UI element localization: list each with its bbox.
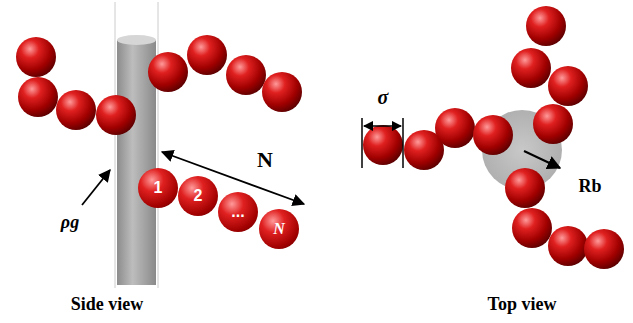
monomer-bead (262, 72, 302, 112)
bead-number: N (273, 220, 285, 238)
leader-arrow (82, 170, 110, 205)
side-view (16, 2, 304, 288)
top-view (362, 6, 624, 269)
monomer-bead (473, 115, 513, 155)
monomer-bead (533, 104, 573, 144)
numbered-bead: N (259, 209, 299, 249)
monomer-bead (56, 90, 96, 130)
radius-arrow (524, 151, 560, 168)
radius-label: Rb (578, 177, 601, 195)
cylinder-top (117, 35, 156, 45)
bead-number: 2 (194, 187, 203, 205)
monomer-bead (226, 55, 266, 95)
length-label: N (257, 149, 273, 171)
monomer-bead (548, 226, 588, 266)
bead-number: ... (231, 203, 244, 221)
monomer-bead (16, 37, 56, 77)
monomer-bead (148, 52, 188, 92)
view-title-label: Top view (488, 295, 557, 313)
monomer-bead (187, 35, 227, 75)
monomer-bead (96, 95, 136, 135)
diameter-arrow (364, 125, 401, 127)
monomer-bead (512, 208, 552, 248)
bead-number: 1 (154, 179, 163, 197)
numbered-bead: ... (218, 192, 258, 232)
monomer-bead (511, 48, 551, 88)
monomer-bead (548, 66, 588, 106)
monomer-bead (505, 168, 545, 208)
numbered-bead: 1 (138, 168, 178, 208)
view-title-label: Side view (71, 295, 144, 313)
sigma-label: σ (378, 87, 389, 107)
monomer-bead (363, 125, 403, 165)
monomer-bead (584, 229, 624, 269)
numbered-bead: 2 (178, 176, 218, 216)
rho-label: ρg (61, 213, 79, 231)
monomer-bead (18, 77, 58, 117)
monomer-bead (435, 108, 475, 148)
monomer-bead (526, 6, 566, 46)
